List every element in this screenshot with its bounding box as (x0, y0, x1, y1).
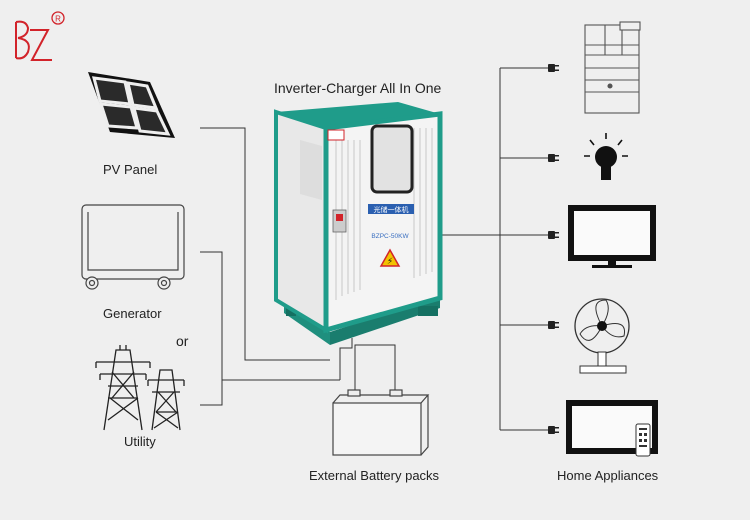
home-appliances-label: Home Appliances (557, 468, 659, 483)
plug-icon (548, 64, 559, 72)
light-bulb-icon (584, 133, 628, 180)
tv-with-remote-icon (566, 400, 658, 457)
generator-label: Generator (103, 306, 162, 321)
fan-icon (574, 298, 630, 374)
plug-icon (548, 231, 559, 239)
plug-icons (548, 64, 559, 434)
generator-line (200, 251, 340, 381)
inverter-panel-text: 光储一体机 (374, 205, 409, 214)
battery-terminal-lines (354, 344, 396, 395)
diagram-title: Inverter-Charger All In One (274, 80, 442, 96)
battery-icon (332, 389, 430, 456)
battery-label: External Battery packs (309, 468, 440, 483)
television-icon (568, 205, 656, 268)
inverter-model-text: BZPC-50KW (371, 233, 409, 240)
plug-icon (548, 154, 559, 162)
pv-panel-icon (88, 72, 175, 138)
pv-panel-label: PV Panel (103, 162, 158, 177)
or-label: or (176, 333, 189, 349)
battery-feed-line (339, 338, 353, 380)
cabinet-icon (584, 21, 641, 114)
pv-line (200, 127, 330, 361)
utility-line (200, 380, 223, 406)
registered-mark: R (55, 15, 61, 24)
plug-icon (548, 426, 559, 434)
brand-logo: R (15, 11, 65, 61)
warning-icon: ⚡ (387, 257, 393, 267)
generator-icon (81, 204, 185, 290)
plug-icon (548, 321, 559, 329)
utility-tower-icon (95, 345, 185, 431)
inverter-cabinet: 光储一体机 BZPC-50KW ⚡ (274, 102, 443, 345)
connection-lines (200, 67, 548, 431)
utility-label: Utility (124, 434, 156, 449)
